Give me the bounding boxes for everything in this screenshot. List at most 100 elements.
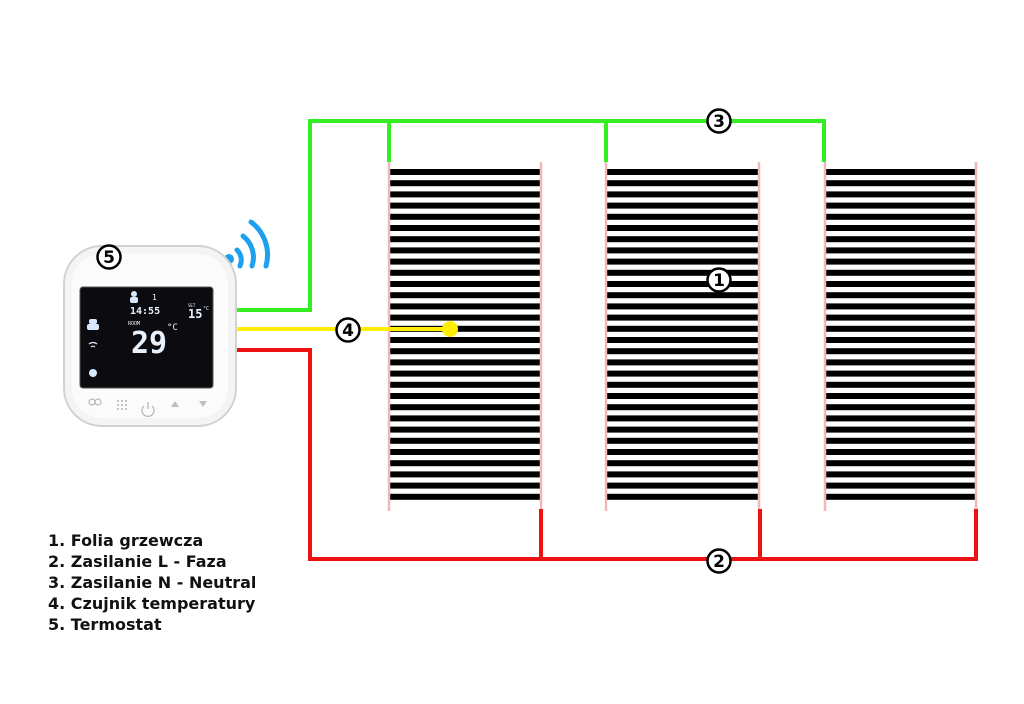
heating-stripe	[825, 393, 976, 399]
down-arrow-icon[interactable]	[199, 401, 207, 407]
heating-stripe	[389, 314, 541, 321]
heating-stripe	[389, 236, 541, 243]
heating-stripe	[825, 404, 976, 411]
heating-stripe	[389, 404, 541, 411]
up-arrow-icon[interactable]	[171, 401, 179, 407]
heating-stripe	[606, 213, 759, 220]
room-temperature: 29	[131, 326, 167, 361]
heating-stripe	[825, 325, 976, 332]
heating-stripe	[825, 482, 976, 489]
mode-button[interactable]	[88, 398, 102, 406]
legend-item-neutral: 3. Zasilanie N - Neutral	[48, 573, 257, 592]
fan-icon	[87, 319, 99, 330]
set-label: SET	[188, 303, 196, 308]
heating-stripe	[389, 325, 541, 332]
heating-film-panel	[387, 162, 543, 511]
svg-text:3: 3	[713, 112, 725, 132]
heating-stripe	[606, 381, 759, 388]
callout-neutral: 3	[706, 108, 732, 134]
clock-time: 14:55	[130, 306, 160, 317]
callout-phase: 2	[706, 548, 732, 574]
hand-icon	[89, 369, 97, 377]
heating-stripe	[389, 213, 541, 220]
heating-stripe	[825, 359, 976, 366]
heating-stripe	[606, 325, 759, 332]
heating-stripe	[389, 303, 541, 310]
callout-sensor: 4	[335, 317, 361, 343]
heating-stripe	[825, 191, 976, 198]
phase-wire	[234, 348, 978, 561]
heating-stripe	[606, 393, 759, 399]
heating-stripe	[606, 180, 759, 187]
heating-stripe	[825, 180, 976, 187]
heating-stripe	[606, 415, 759, 422]
heating-stripe	[825, 269, 976, 276]
heating-stripe	[825, 348, 976, 355]
legend-item-thermostat: 5. Termostat	[48, 615, 162, 634]
heating-stripe	[389, 169, 541, 175]
heating-stripe	[389, 393, 541, 399]
room-label: ROOM	[128, 321, 140, 327]
heating-stripe	[606, 247, 759, 254]
heating-stripe	[606, 225, 759, 231]
callout-film: 1	[706, 267, 732, 293]
person-icon	[130, 291, 138, 303]
heating-stripe	[825, 314, 976, 321]
heating-stripe	[606, 437, 759, 444]
heating-stripe	[825, 426, 976, 433]
heating-stripe	[825, 303, 976, 310]
neutral-wire	[234, 119, 826, 312]
heating-stripe	[389, 225, 541, 231]
heating-stripe	[389, 337, 541, 343]
heating-stripe	[606, 191, 759, 198]
heating-stripe	[825, 236, 976, 243]
heating-stripe	[825, 471, 976, 478]
heating-stripe	[825, 449, 976, 455]
legend-item-sensor: 4. Czujnik temperatury	[48, 594, 256, 613]
heating-stripe	[606, 370, 759, 377]
heating-stripe	[825, 258, 976, 265]
heating-stripe	[825, 202, 976, 209]
heating-stripe	[389, 493, 541, 500]
heating-stripe	[606, 337, 759, 343]
callout-thermostat: 5	[96, 244, 122, 270]
heating-stripe	[825, 213, 976, 220]
heating-stripe	[606, 359, 759, 366]
heating-stripe	[825, 437, 976, 444]
heating-stripe	[825, 370, 976, 377]
heating-stripe	[825, 381, 976, 388]
svg-text:2: 2	[713, 552, 725, 572]
heating-film-panel	[823, 162, 978, 511]
heating-stripe	[606, 449, 759, 455]
menu-icon[interactable]	[117, 400, 127, 410]
heating-stripe	[389, 180, 541, 187]
heating-stripe	[389, 471, 541, 478]
heating-stripe	[825, 225, 976, 231]
heating-stripe	[389, 381, 541, 388]
heating-stripe	[389, 460, 541, 467]
power-icon[interactable]	[141, 402, 155, 418]
thermostat-screen	[79, 286, 214, 389]
heating-stripe	[825, 415, 976, 422]
svg-text:5: 5	[103, 248, 115, 268]
heating-stripe	[606, 303, 759, 310]
heating-stripe	[606, 348, 759, 355]
heating-stripe	[389, 359, 541, 366]
heating-stripe	[389, 449, 541, 455]
heating-stripe	[606, 314, 759, 321]
heating-film-panel	[604, 162, 761, 511]
heating-stripe	[389, 191, 541, 198]
heating-stripe	[606, 281, 759, 287]
room-unit: °C	[167, 323, 178, 333]
heating-stripe	[389, 258, 541, 265]
heating-stripe	[606, 236, 759, 243]
screen-wifi-icon	[88, 341, 98, 348]
heating-stripe	[825, 247, 976, 254]
set-unit: °C	[203, 306, 209, 312]
wifi-icon	[224, 219, 271, 269]
heating-stripe	[606, 269, 759, 276]
heating-stripe	[389, 292, 541, 299]
heating-stripe	[389, 482, 541, 489]
legend: 1. Folia grzewcza 2. Zasilanie L - Faza …	[48, 530, 256, 635]
heating-stripe	[389, 269, 541, 276]
